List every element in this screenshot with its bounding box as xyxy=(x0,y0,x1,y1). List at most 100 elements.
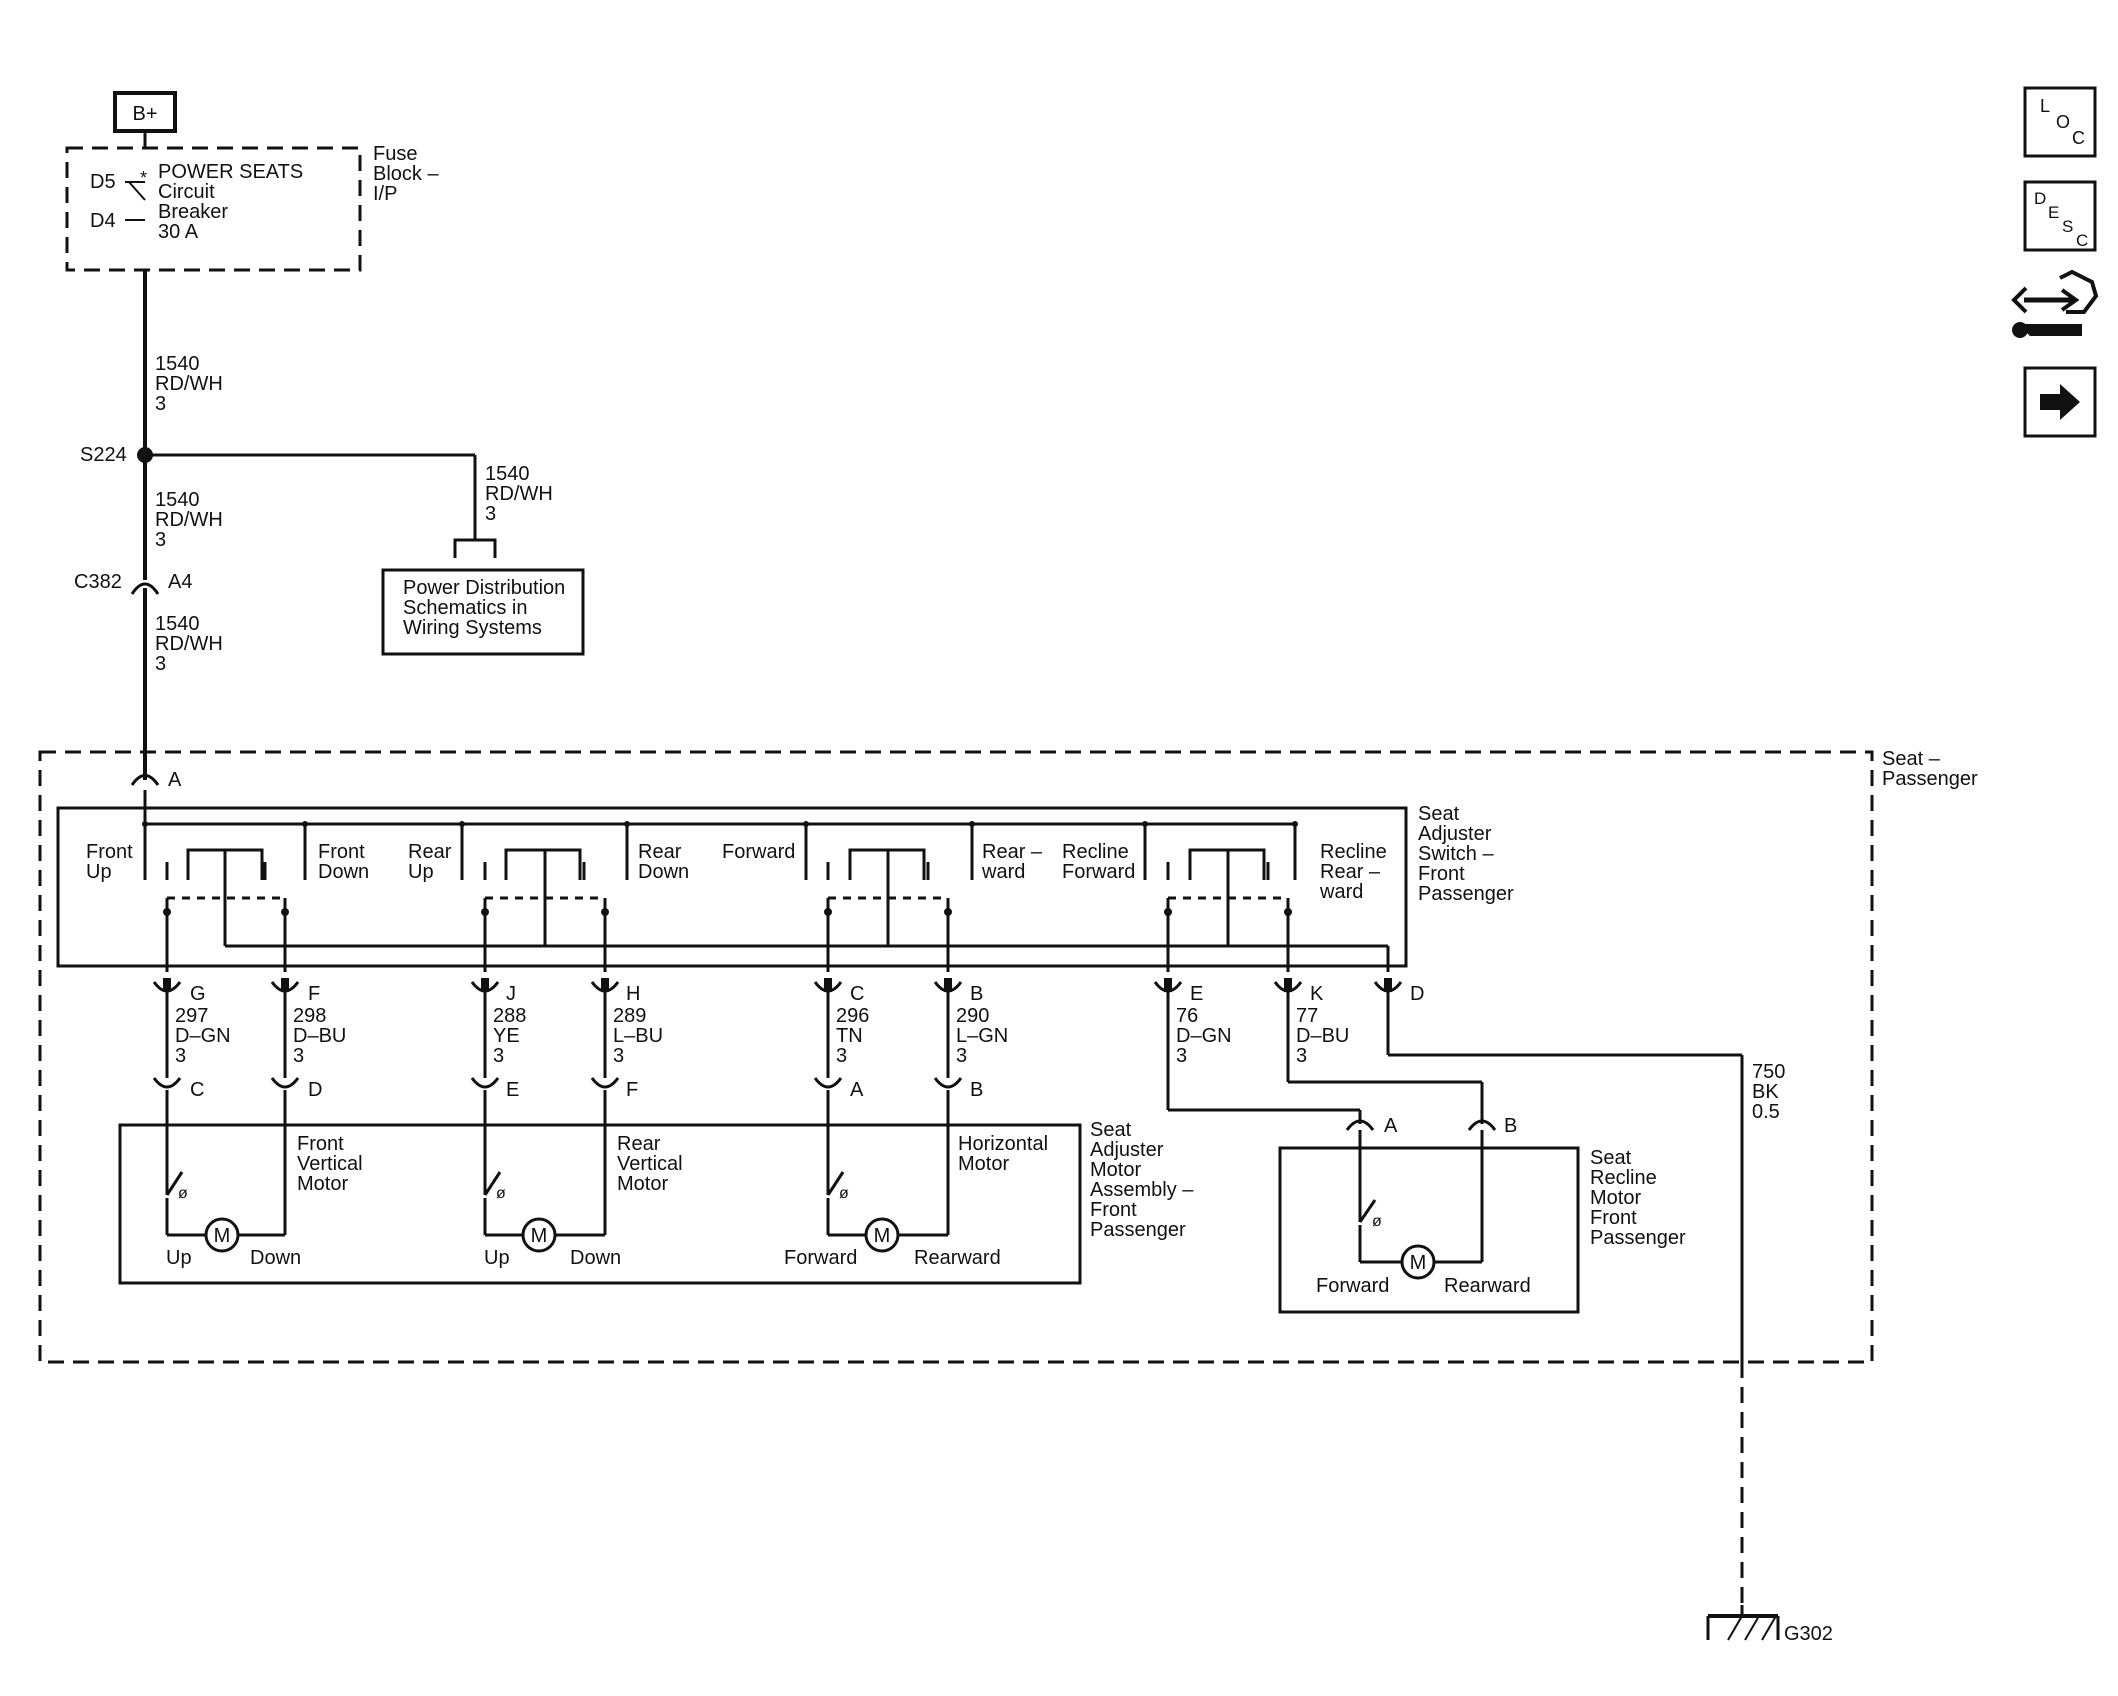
wire-color: L–GN xyxy=(956,1025,1008,1047)
motor-direction: Forward xyxy=(1316,1275,1389,1297)
switch-position-label: ward xyxy=(1319,881,1363,903)
rear-vertical-motor: ø M Rear Vertical Motor Up Down xyxy=(483,1133,683,1269)
wire-circuit: 288 xyxy=(493,1005,526,1027)
switch-label: Passenger xyxy=(1418,883,1514,905)
switch-section-rear: Rear Up Rear Down xyxy=(408,821,689,972)
motor-direction: Down xyxy=(250,1247,301,1269)
switch-pin: F xyxy=(308,983,320,1005)
wire-size: 3 xyxy=(613,1045,624,1067)
fuse-pin-d5: D5 xyxy=(90,171,116,193)
seat-passenger-boundary xyxy=(38,750,1874,1364)
motor-pin: E xyxy=(506,1079,519,1101)
arrow-right-icon[interactable] xyxy=(2023,366,2097,438)
switch-position-label: Down xyxy=(318,861,369,883)
icon-letter: L xyxy=(2040,96,2050,116)
description-icon[interactable]: D E S C xyxy=(2023,180,2097,252)
switch-section-front: Front Up Front Down xyxy=(86,821,369,972)
switch-position-label: Recline xyxy=(1320,841,1387,863)
motor-name: Vertical xyxy=(297,1153,363,1175)
recline-motor-label: Seat xyxy=(1590,1147,1632,1169)
wire-circuit: 290 xyxy=(956,1005,989,1027)
icon-letter: D xyxy=(2034,189,2046,208)
wire-color: TN xyxy=(836,1025,863,1047)
icon-letter: C xyxy=(2076,231,2088,250)
motor-name: Vertical xyxy=(617,1153,683,1175)
switch-pin: J xyxy=(506,983,516,1005)
switch-section-recline: Recline Forward Recline Rear – ward xyxy=(1062,821,1387,972)
seat-label: Seat – xyxy=(1882,748,1941,770)
motor-assembly-label: Adjuster xyxy=(1090,1139,1164,1161)
wire-size: 3 xyxy=(293,1045,304,1067)
switch-pin: G xyxy=(190,983,206,1005)
switch-position-label: Down xyxy=(638,861,689,883)
power-distribution-reference[interactable]: Power Distribution Schematics in Wiring … xyxy=(381,568,585,656)
breaker-text: Circuit xyxy=(158,181,215,203)
wire-color: D–GN xyxy=(1176,1025,1232,1047)
motor-symbol: M xyxy=(1410,1252,1427,1274)
switch-position-label: Up xyxy=(408,861,434,883)
motor-assembly-label: Motor xyxy=(1090,1159,1141,1181)
switch-pin: H xyxy=(626,983,640,1005)
splice-s224: S224 xyxy=(80,444,153,466)
fuse-pin-d4: D4 xyxy=(90,210,116,232)
switch-position-label: Rear xyxy=(408,841,452,863)
wire-circuit: 77 xyxy=(1296,1005,1318,1027)
wire-circuit: 1540 xyxy=(155,613,200,635)
reference-text: Power Distribution xyxy=(403,577,565,599)
ground-g302: G302 xyxy=(1706,1605,1833,1645)
wire-circuit: 1540 xyxy=(155,489,200,511)
ground-label: G302 xyxy=(1784,1623,1833,1645)
wire-circuit: 298 xyxy=(293,1005,326,1027)
motor-pin: D xyxy=(308,1079,322,1101)
motor-assembly-label: Seat xyxy=(1090,1119,1132,1141)
motor-direction: Rearward xyxy=(914,1247,1001,1269)
switch-position-label: Front xyxy=(86,841,133,863)
switch-label: Seat xyxy=(1418,803,1460,825)
motor-name: Horizontal xyxy=(958,1133,1048,1155)
switch-position-label: Forward xyxy=(722,841,795,863)
wire-circuit: 76 xyxy=(1176,1005,1198,1027)
switch-position-label: Front xyxy=(318,841,365,863)
recline-motor-label: Motor xyxy=(1590,1187,1641,1209)
motor-direction: Rearward xyxy=(1444,1275,1531,1297)
motor-pin: B xyxy=(1504,1115,1517,1137)
wire-color: RD/WH xyxy=(155,373,223,395)
motor-direction: Up xyxy=(166,1247,192,1269)
icon-letter: E xyxy=(2048,203,2059,222)
motor-direction: Forward xyxy=(784,1247,857,1269)
wire-circuit: 1540 xyxy=(155,353,200,375)
switch-position-label: Rear xyxy=(638,841,682,863)
breaker-star-icon: * xyxy=(140,168,147,188)
battery-terminal: B+ xyxy=(113,91,177,133)
motor-assembly-label: Assembly – xyxy=(1090,1179,1194,1201)
reference-text: Wiring Systems xyxy=(403,617,542,639)
icon-letter: S xyxy=(2062,217,2073,236)
seat-adjuster-switch xyxy=(56,806,1408,968)
thermal-switch-icon: ø xyxy=(1372,1213,1382,1230)
breaker-text: Breaker xyxy=(158,201,228,223)
location-icon[interactable]: L O C xyxy=(2023,86,2097,158)
thermal-switch-icon: ø xyxy=(839,1185,849,1202)
connector-pin: A4 xyxy=(168,571,192,593)
motor-pin: A xyxy=(1384,1115,1398,1137)
wire-size: 3 xyxy=(493,1045,504,1067)
splice-label: S224 xyxy=(80,444,127,466)
wire-color: YE xyxy=(493,1025,520,1047)
wire-circuit: 297 xyxy=(175,1005,208,1027)
motor-name: Motor xyxy=(297,1173,348,1195)
horizontal-motor: ø M Horizontal Motor Forward Rearward xyxy=(784,1133,1048,1269)
motor-pin: A xyxy=(850,1079,864,1101)
breaker-name: POWER SEATS xyxy=(158,161,303,183)
connector-label: C382 xyxy=(74,571,122,593)
recline-motor-circuit: A B ø M Forward Rearward xyxy=(1316,1115,1531,1297)
wire-size: 3 xyxy=(836,1045,847,1067)
wire-size: 3 xyxy=(1176,1045,1187,1067)
wire-size: 3 xyxy=(485,503,496,525)
motor-name: Motor xyxy=(958,1153,1009,1175)
wire-size: 0.5 xyxy=(1752,1101,1780,1123)
wire-color: L–BU xyxy=(613,1025,663,1047)
fuse-block: D5 D4 * POWER SEATS Circuit Breaker 30 A xyxy=(65,146,362,272)
switch-position-label: Forward xyxy=(1062,861,1135,883)
wire-color: RD/WH xyxy=(155,509,223,531)
connector-tool-icon[interactable] xyxy=(2011,269,2099,338)
